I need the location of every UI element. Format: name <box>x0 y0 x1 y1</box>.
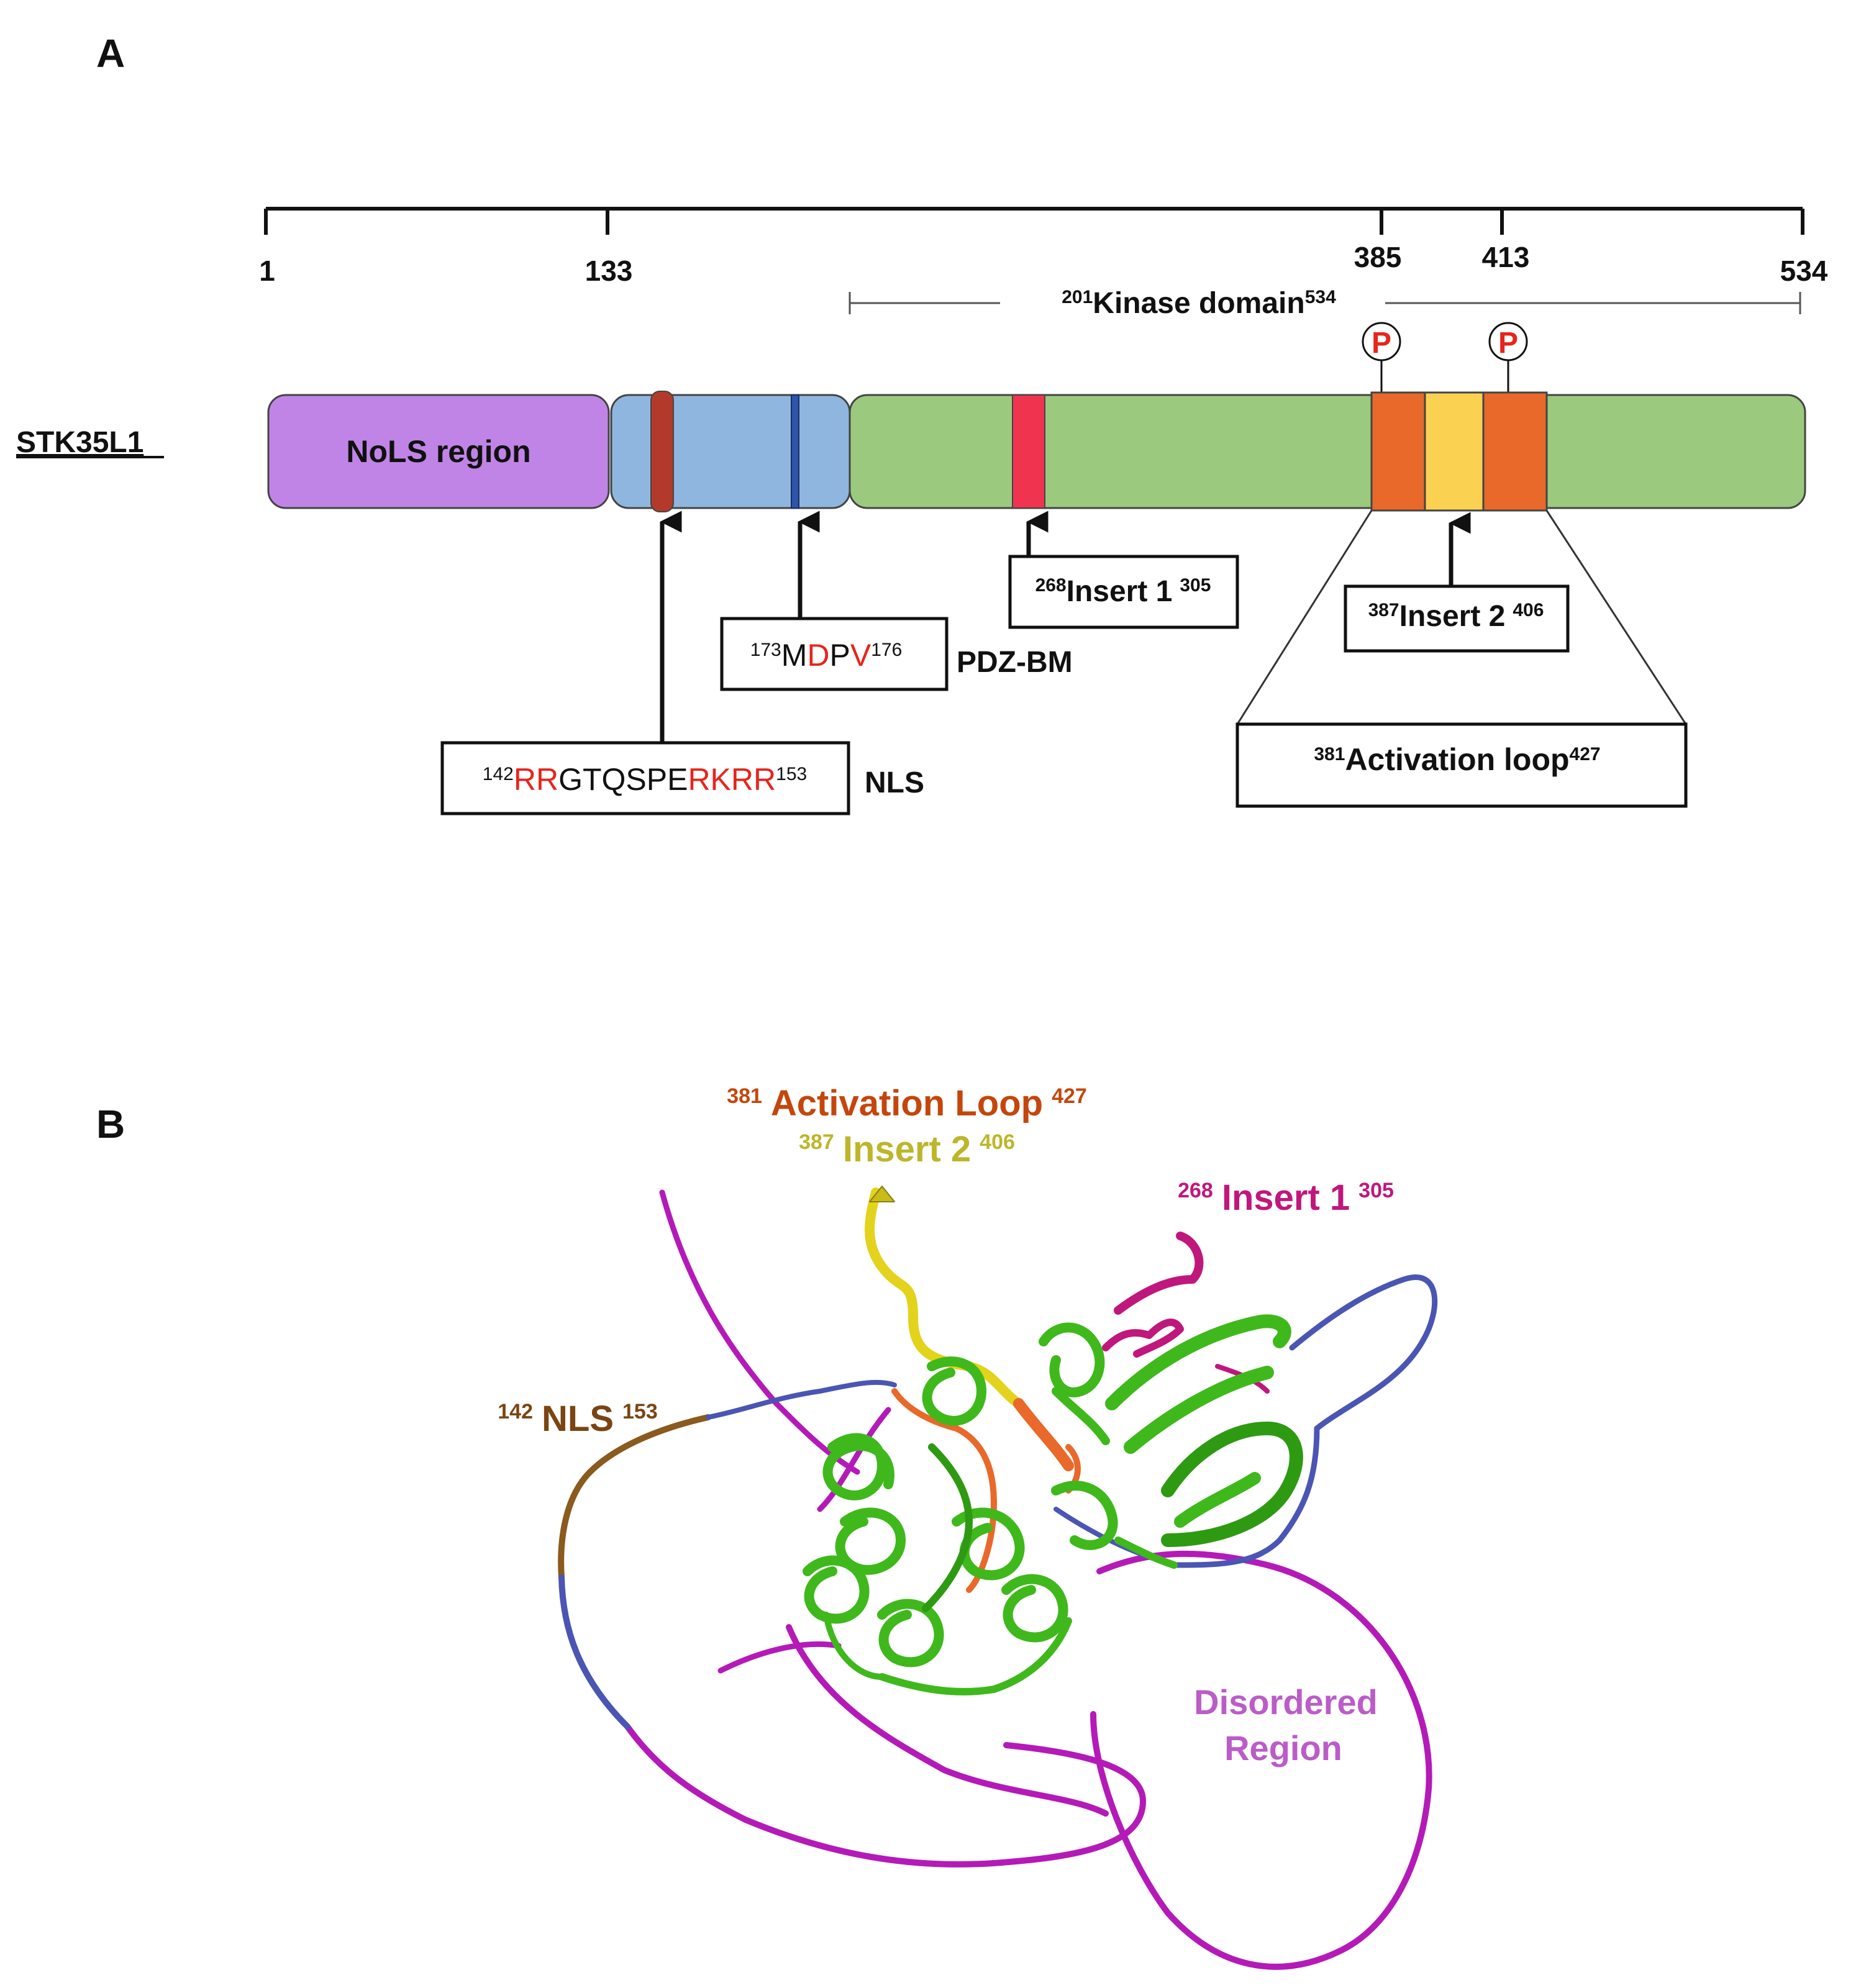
pdz-marker <box>791 394 799 509</box>
phospho-site-413: P <box>1488 322 1528 395</box>
protein-name: STK35L1 <box>16 426 143 459</box>
kinase-core-ribbon <box>803 1314 1303 1695</box>
disordered-loops <box>624 1189 1432 1970</box>
nols-region-label: NoLS region <box>346 434 530 469</box>
pdz-tag: PDZ-BM <box>957 646 1073 679</box>
ruler-tick-413: 413 <box>1482 241 1530 273</box>
insert2-marker <box>1424 391 1485 512</box>
activation-loop-box <box>1235 722 1688 808</box>
ruler-tick-385: 385 <box>1354 241 1402 273</box>
phospho-symbol: P <box>1498 327 1518 360</box>
pdz-sequence-box <box>720 617 949 691</box>
panel-a-label: A <box>96 31 125 76</box>
activation-zoom-lines <box>1236 510 1687 725</box>
panel-b-label: B <box>96 1102 125 1146</box>
nls-loop <box>558 1274 1438 1730</box>
insert2-ribbon <box>865 1186 1024 1409</box>
activation-loop-box-label: 381Activation loop427 <box>1314 742 1600 777</box>
disordered-region-label-line1: Disordered <box>1194 1682 1378 1722</box>
insert2-box <box>1344 584 1570 653</box>
disordered-region-label-line2: Region <box>1224 1728 1342 1768</box>
activation-loop-ribbon <box>891 1388 1081 1593</box>
nls-sequence-box <box>440 741 850 815</box>
ruler-tick-133: 133 <box>585 255 633 287</box>
insert1-box <box>1008 555 1239 629</box>
ruler-tick-1: 1 <box>259 255 275 287</box>
phospho-symbol: P <box>1372 327 1391 360</box>
kinase-domain-span <box>849 292 1801 314</box>
insert1-ribbon <box>1102 1232 1270 1394</box>
phospho-site-385: P <box>1362 322 1401 395</box>
nols-region <box>267 394 610 509</box>
nls-sequence: 142RRGTQSPERKRR153 <box>483 762 807 797</box>
kinase-domain-label: 201Kinase domain534 <box>1062 287 1336 320</box>
activation-loop-left <box>1370 391 1426 512</box>
activation-loop-right <box>1482 391 1548 512</box>
nls-marker <box>650 391 674 512</box>
insert1-marker <box>1012 394 1045 509</box>
pdz-sequence: 173MDPV176 <box>750 638 903 673</box>
residue-ruler <box>264 207 1804 235</box>
kinase-domain-bar <box>849 394 1806 509</box>
nls-containing-region <box>610 394 851 509</box>
nls-tag: NLS <box>865 766 924 799</box>
ruler-tick-534: 534 <box>1780 255 1828 287</box>
